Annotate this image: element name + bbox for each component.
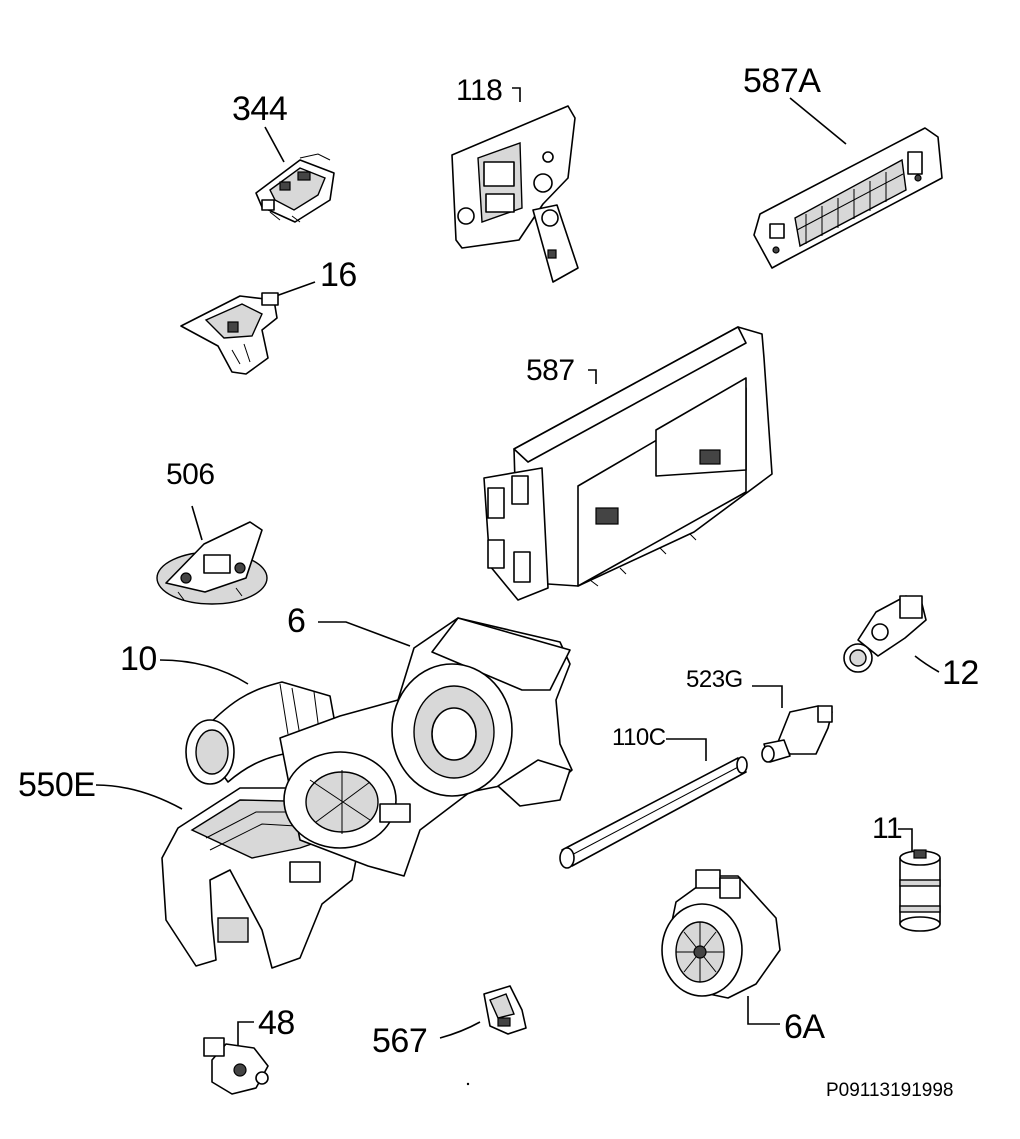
label-6: 6 (287, 602, 306, 640)
label-48: 48 (258, 1004, 295, 1042)
filter-cylinder-icon (898, 828, 941, 932)
label-567: 567 (372, 1022, 428, 1060)
connector-icon (752, 685, 833, 763)
hose-icon (159, 659, 339, 785)
label-587A: 587A (743, 62, 821, 100)
label-110C: 110C (612, 724, 666, 751)
clip-icon (439, 985, 527, 1039)
drain-pump-icon (661, 869, 781, 1025)
drawing-code: P09113191998 (826, 1080, 954, 1101)
label-6A: 6A (784, 1008, 825, 1046)
control-panel-bracket-icon (451, 87, 579, 283)
label-587: 587 (526, 354, 575, 387)
tube-icon (559, 738, 748, 869)
label-10: 10 (120, 640, 157, 678)
sensor-icon (203, 1021, 269, 1095)
control-module-icon (483, 326, 773, 601)
label-12: 12 (942, 654, 979, 692)
stray-dot (466, 1082, 470, 1086)
led-board-icon (753, 97, 943, 269)
switch-icon (255, 126, 335, 223)
label-550E: 550E (18, 766, 96, 804)
label-118: 118 (456, 74, 503, 107)
label-344: 344 (232, 90, 288, 128)
circulation-pump-icon (279, 617, 573, 877)
valve-icon (843, 595, 940, 673)
label-523G: 523G (686, 666, 743, 693)
label-506: 506 (166, 458, 215, 491)
label-11: 11 (872, 812, 903, 845)
label-16: 16 (320, 256, 357, 294)
door-lock-icon (180, 281, 316, 375)
microswitch-icon (156, 505, 268, 605)
